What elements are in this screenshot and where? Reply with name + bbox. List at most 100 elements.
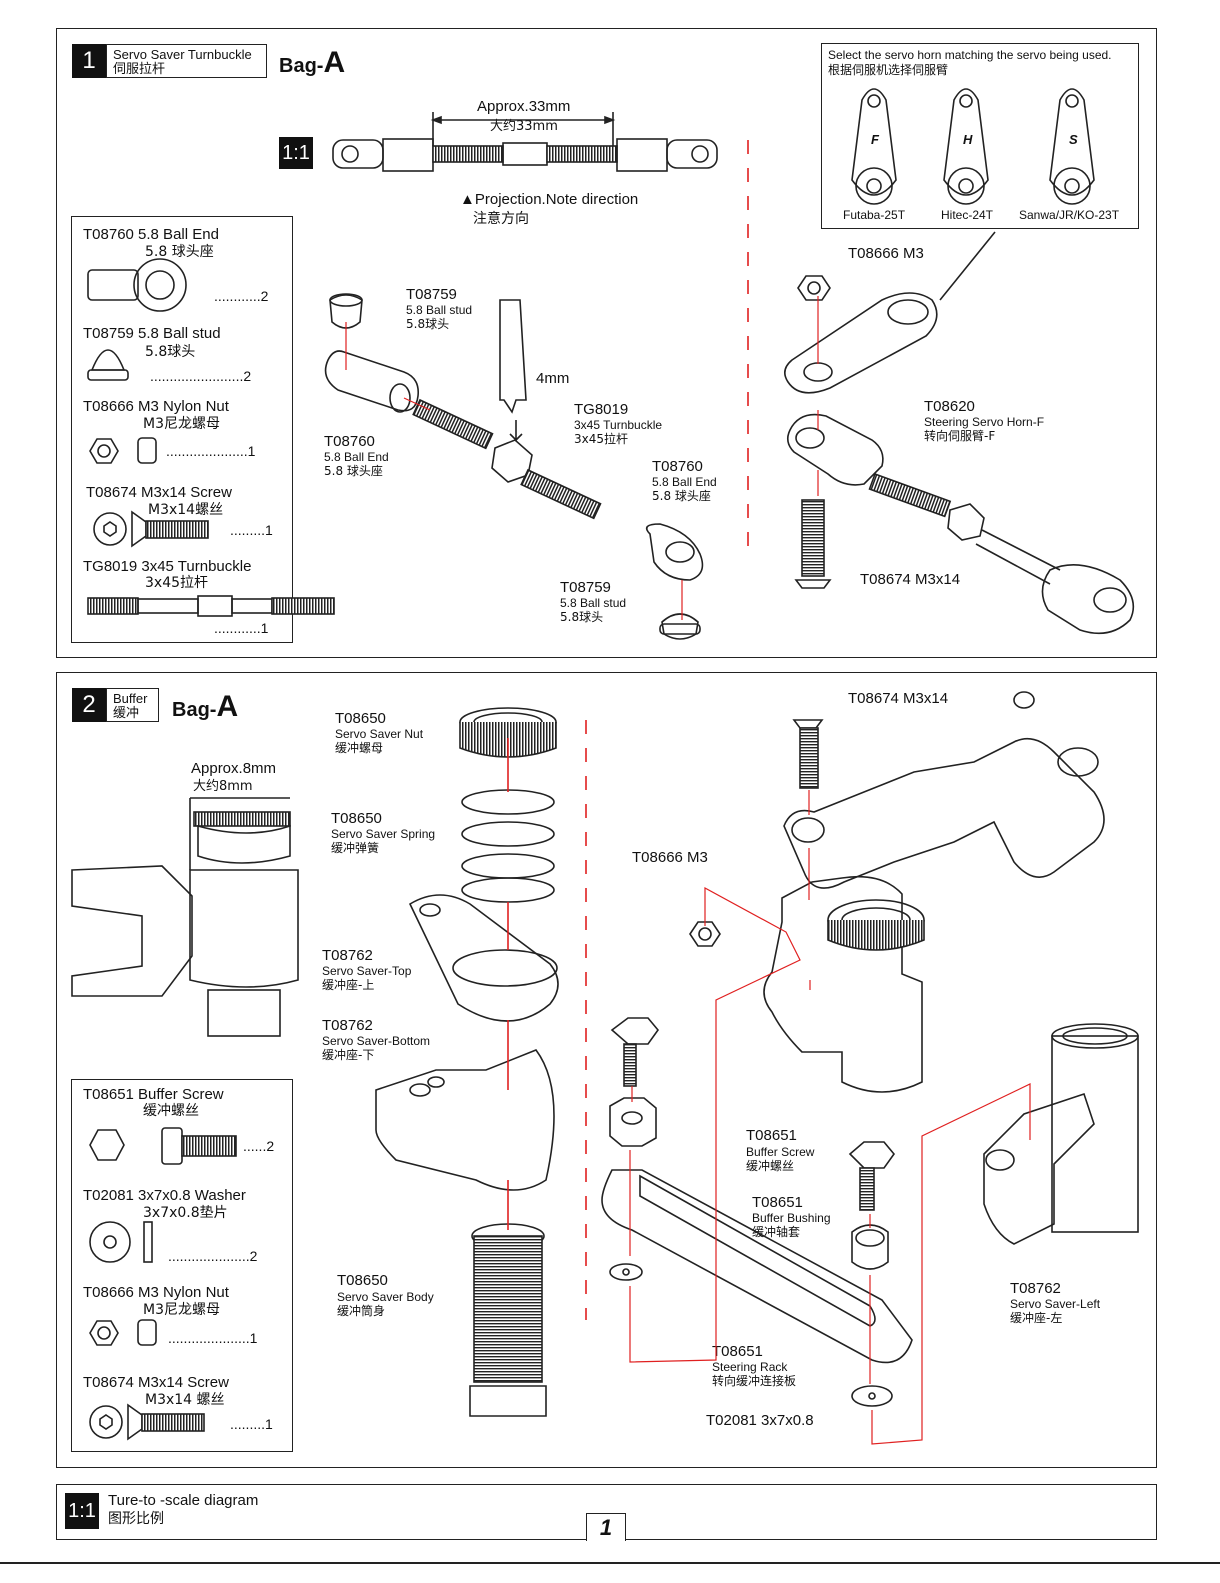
c1-tool-size: 4mm [536,370,570,387]
c2-bushing-code: T08651 [752,1194,803,1211]
c2-left-en: Servo Saver-Left [1010,1297,1101,1311]
c1-t08666: T08666 M3 [848,245,924,262]
horn-letter-h: H [963,132,973,147]
parts1-item-2-code: T08666 M3 Nylon Nut [83,398,229,415]
c1-t08759a-en: 5.8 Ball stud [406,303,473,317]
c2-nut-code: T08650 [335,710,386,727]
parts2-item-3-qty: .........1 [230,1416,273,1432]
c1-t08759b-en: 5.8 Ball stud [560,596,627,610]
parts1-item-0-code: T08760 5.8 Ball End [83,226,219,243]
horn-label-futaba: Futaba-25T [843,208,906,222]
parts2-item-1-cn: 3x7x0.8垫片 [143,1205,228,1221]
c1-t08760a-code: T08760 [324,433,375,450]
step2-title-box: Buffer 缓冲 [106,688,159,722]
c1-t08760a-en: 5.8 Ball End [324,450,389,464]
approx-33-label: Approx.33mm [477,98,571,115]
c2-bufscrew-code: T08651 [746,1127,797,1144]
bottom-rule [0,1562,1220,1564]
c2-top-cn: 缓冲座-上 [322,978,375,992]
c2-nutm3: T08666 M3 [632,849,708,866]
c2-nut-en: Servo Saver Nut [335,727,424,741]
step2-number: 2 [72,688,106,722]
parts1-item-2-qty: .....................1 [166,443,256,459]
c2-nut-cn: 缓冲螺母 [335,741,384,755]
c1-t08759b-code: T08759 [560,579,611,596]
page-number: 1 [599,1515,613,1540]
bag-letter: A [216,690,239,723]
c2-screw: T08674 M3x14 [848,690,949,707]
parts1-item-0-qty: ............2 [214,288,269,304]
projection-note: ▲Projection.Note direction [460,191,639,208]
footer-scale-en: Ture-to -scale diagram [108,1492,259,1509]
parts1-item-4-qty: ............1 [214,620,269,636]
approx-8-cn: 大约8mm [193,779,253,794]
c1-t08760b-code: T08760 [652,458,703,475]
parts1-item-3-qty: .........1 [230,522,273,538]
c1-tg8019-en: 3x45 Turnbuckle [574,418,663,432]
c1-t08674: T08674 M3x14 [860,571,961,588]
step2-panel [56,672,1157,1468]
step2-title-cn: 缓冲 [113,706,140,721]
c2-bottom-code: T08762 [322,1017,373,1034]
bag-prefix: Bag- [279,55,324,77]
parts1-item-0-cn: 5.8 球头座 [145,244,214,260]
c1-t08760b-en: 5.8 Ball End [652,475,717,489]
c1-t08760a-cn: 5.8 球头座 [324,464,383,478]
c2-body-cn: 缓冲筒身 [337,1304,386,1318]
parts2-item-0-qty: ......2 [243,1138,275,1154]
c1-t08620-cn: 转向伺服臂-F [924,429,996,443]
c2-bushing-en: Buffer Bushing [752,1211,831,1225]
parts1-item-3-cn: M3x14螺丝 [148,502,224,518]
step2-bag: Bag-A [172,690,238,724]
c1-tg8019-code: TG8019 [574,401,629,418]
c1-t08759a-code: T08759 [406,286,457,303]
step1-panel [56,28,1157,658]
servo-note-en: Select the servo horn matching the servo… [828,48,1112,62]
c2-spring-code: T08650 [331,810,382,827]
parts1-item-1-cn: 5.8球头 [145,344,196,360]
c1-t08760b-cn: 5.8 球头座 [652,489,711,503]
parts1-item-4-cn: 3x45拉杆 [145,575,209,591]
horn-label-sanwa: Sanwa/JR/KO-23T [1019,208,1120,222]
servo-horn-box [821,43,1139,229]
parts1-item-1-code: T08759 5.8 Ball stud [83,325,221,342]
page-number-box: 1 [586,1513,626,1541]
step1-title-box: Servo Saver Turnbuckle 伺服拉杆 [106,44,267,78]
step1-bag: Bag-A [279,46,345,80]
c2-spring-en: Servo Saver Spring [331,827,436,841]
c2-bufscrew-en: Buffer Screw [746,1145,815,1159]
parts2-item-0-cn: 缓冲螺丝 [143,1103,199,1119]
c2-left-cn: 缓冲座-左 [1010,1311,1063,1325]
c2-rack-en: Steering Rack [712,1360,788,1374]
step1-scale-badge: 1:1 [279,137,313,169]
step2-title-en: Buffer [113,691,148,706]
parts2-item-2-qty: .....................1 [168,1330,258,1346]
step1-title-cn: 伺服拉杆 [113,62,166,77]
c2-rack-code: T08651 [712,1343,763,1360]
parts2-item-1-code: T02081 3x7x0.8 Washer [83,1187,246,1204]
c2-bottom-en: Servo Saver-Bottom [322,1034,431,1048]
parts2-item-3-code: T08674 M3x14 Screw [83,1374,229,1391]
c2-top-en: Servo Saver-Top [322,964,412,978]
c1-t08759a-cn: 5.8球头 [406,317,450,331]
c2-body-code: T08650 [337,1272,388,1289]
c2-rack-cn: 转向缓冲连接板 [712,1374,797,1388]
c2-washer: T02081 3x7x0.8 [706,1412,814,1429]
step2-parts-list [71,1079,293,1452]
parts2-item-2-cn: M3尼龙螺母 [143,1302,220,1318]
parts1-item-2-cn: M3尼龙螺母 [143,416,220,432]
c1-t08620-code: T08620 [924,398,975,415]
horn-letter-s: S [1069,132,1078,147]
c2-bushing-cn: 缓冲轴套 [752,1225,801,1239]
approx-33-cn: 大约33mm [490,119,558,134]
c2-left-code: T08762 [1010,1280,1061,1297]
step1-parts-list [71,216,293,643]
footer-scale-cn: 图形比例 [108,1511,164,1527]
horn-label-hitec: Hitec-24T [941,208,994,222]
projection-note-cn: 注意方向 [473,211,529,227]
horn-letter-f: F [871,132,879,147]
bag-prefix: Bag- [172,699,217,721]
bag-letter: A [323,46,346,79]
parts1-item-3-code: T08674 M3x14 Screw [86,484,232,501]
c2-spring-cn: 缓冲弹簧 [331,841,380,855]
